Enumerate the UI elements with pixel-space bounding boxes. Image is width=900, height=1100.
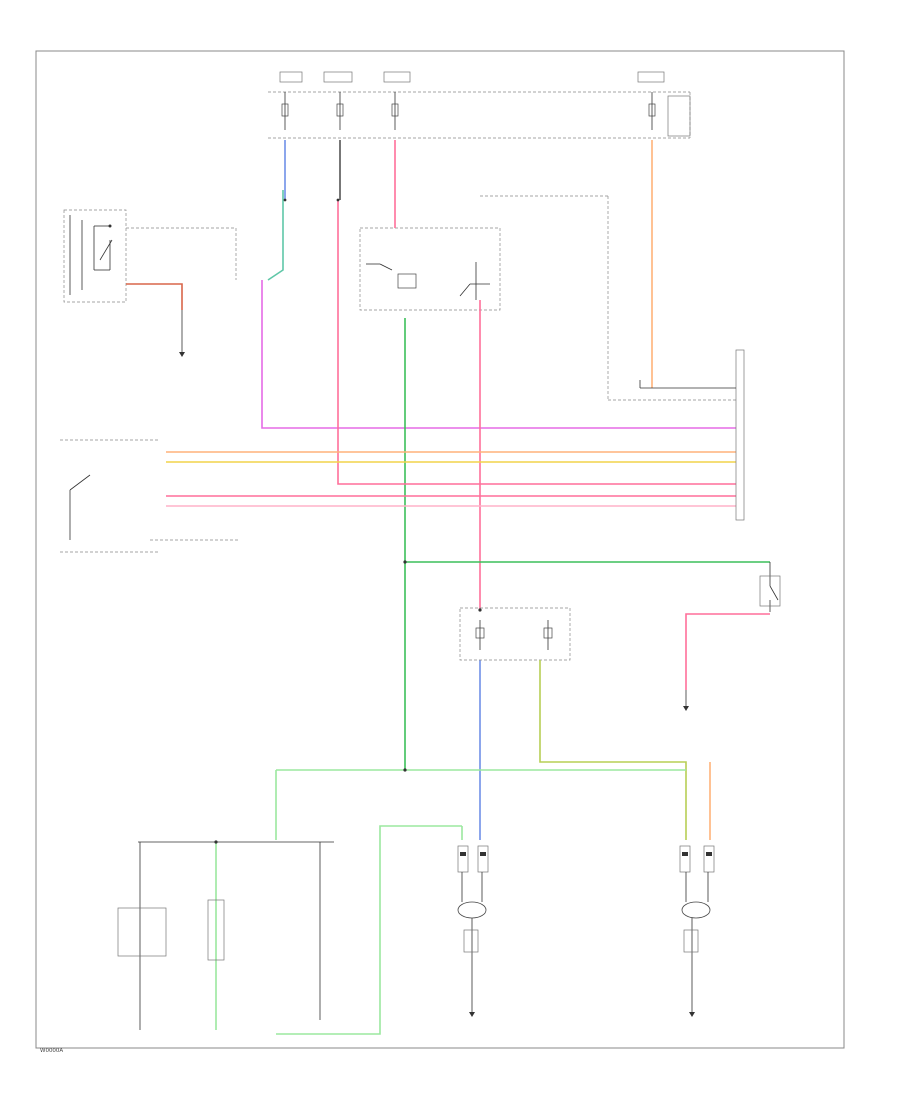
splice-bar <box>117 840 334 1030</box>
right-connector-block <box>639 349 745 521</box>
footer-code: W0000A <box>40 1048 63 1054</box>
wire-magenta <box>261 280 736 429</box>
fuse-3 <box>383 71 411 130</box>
fuse-4 <box>637 71 691 137</box>
fuse-1 <box>279 71 303 130</box>
splice-dots <box>283 198 482 772</box>
wire-pink-mid <box>337 200 736 485</box>
headlamp-switch <box>63 209 237 303</box>
fuse-block-top <box>268 71 691 139</box>
ground-symbol-1 <box>179 352 185 357</box>
wire-light-green-center <box>276 825 462 1035</box>
wire-yellow-green <box>539 660 687 840</box>
connector-bundle-mid <box>60 439 736 553</box>
lamp-relay-module <box>359 195 736 401</box>
wire-teal-top <box>267 190 284 281</box>
diagram-frame <box>35 50 845 1049</box>
right-switch <box>759 562 781 612</box>
wire-red-brown-switch <box>126 283 183 310</box>
ground-symbol-2 <box>683 706 689 711</box>
right-headlamp <box>679 845 715 1017</box>
connector-nubs <box>460 852 712 856</box>
left-headlamp <box>457 845 489 1017</box>
lower-relay-box <box>459 607 571 661</box>
wire-pink-right-switch <box>685 613 770 690</box>
fuse-2 <box>323 71 353 130</box>
